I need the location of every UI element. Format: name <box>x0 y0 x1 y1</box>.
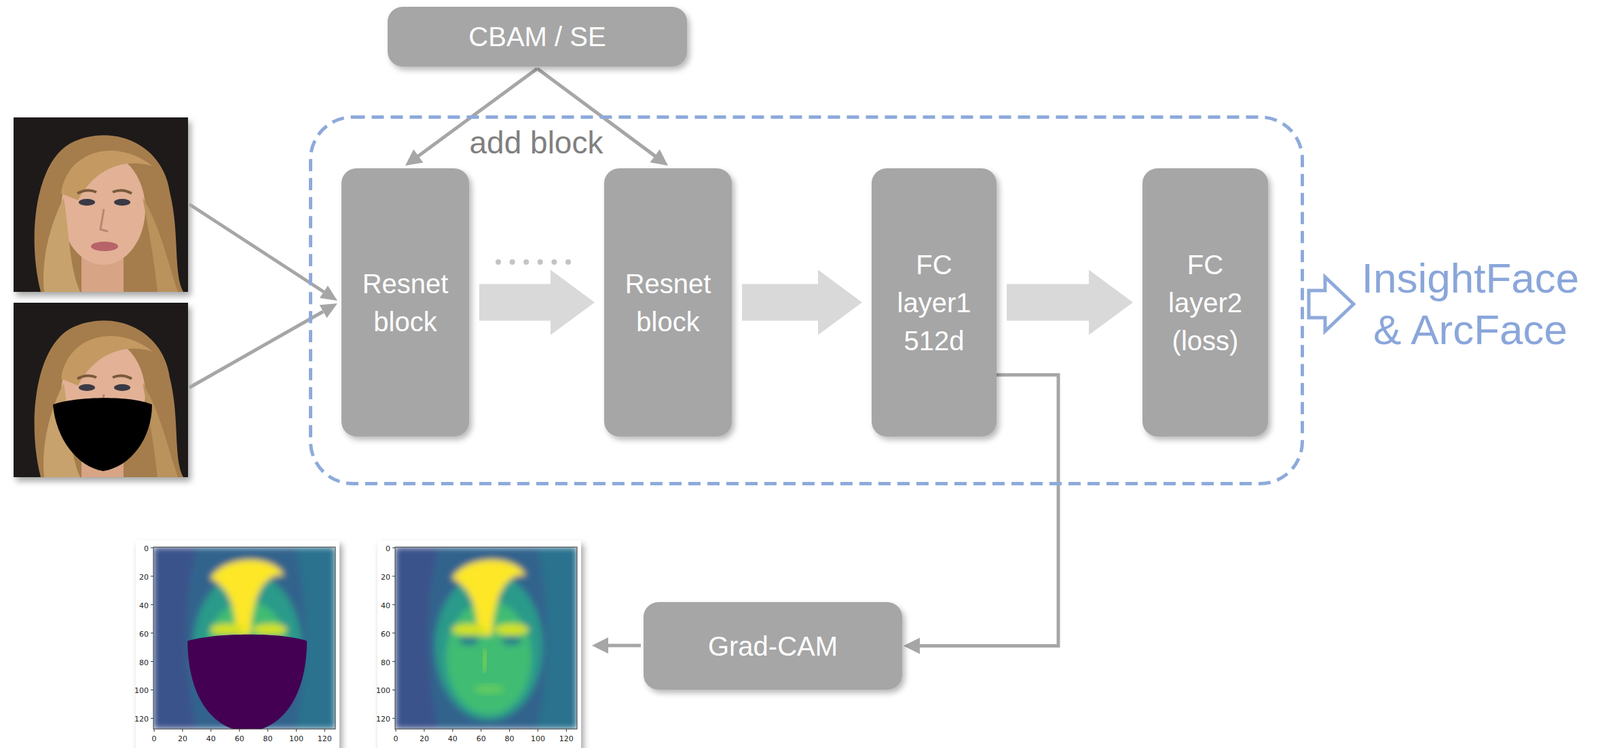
group-label: add block <box>469 124 604 161</box>
axis-tick-label: 80 <box>139 658 149 668</box>
tick-label-holder: 20 <box>352 571 391 583</box>
heatmap-frame <box>377 540 582 748</box>
axis-tick-label: 40 <box>139 601 149 611</box>
tick-label-holder: 20 <box>410 733 438 744</box>
axis-tick-label: 120 <box>317 734 332 744</box>
axis-tick-label: 40 <box>380 601 391 611</box>
fc-layer-box: FC layer1 512d <box>871 168 997 437</box>
axis-tick-label: 20 <box>177 734 188 744</box>
tick-label-holder: 100 <box>524 733 552 744</box>
model-container: add blockResnet block Resnet block FC laye… <box>308 115 1305 486</box>
tick-label-holder: 80 <box>352 657 391 668</box>
tick-label-holder: 40 <box>439 733 467 744</box>
arrow-head <box>650 149 668 166</box>
axis-tick-label: 100 <box>376 686 391 696</box>
arrow-head <box>903 638 920 655</box>
axis-tick-label: 0 <box>385 544 391 554</box>
axis-tick-label: 20 <box>380 572 391 582</box>
block-arrow <box>1006 270 1133 336</box>
node-text: Grad-CAM <box>708 627 838 666</box>
axis-tick-label: 0 <box>393 734 399 744</box>
tick-label-holder: 120 <box>352 713 391 725</box>
heatmap-masked <box>153 547 336 732</box>
connector <box>1006 270 1133 336</box>
axis-tick-label: 120 <box>376 714 391 724</box>
tick-label-holder: 120 <box>111 713 149 725</box>
tick-label-holder: 100 <box>282 733 310 744</box>
tick-label-holder: 0 <box>140 733 168 744</box>
tick-label-holder: 0 <box>352 543 391 554</box>
node-text: Resnet block <box>362 264 449 341</box>
tick-label-holder: 60 <box>467 733 495 744</box>
gradcam-box: Grad-CAM <box>643 602 903 690</box>
resnet-block: Resnet block <box>341 168 470 437</box>
ellipsis-dots <box>495 259 571 265</box>
input-arrow <box>189 303 338 388</box>
node-text: Resnet block <box>625 264 712 341</box>
tick-label-holder: 100 <box>111 684 149 696</box>
tick-label-holder: 120 <box>310 733 339 744</box>
connector <box>1308 276 1354 332</box>
input-arrow <box>189 204 338 301</box>
tick-label-holder: 40 <box>352 600 391 611</box>
tick-label-holder: 40 <box>111 600 149 611</box>
axis-tick-label: 100 <box>134 686 149 696</box>
tick-label-holder: 60 <box>352 628 391 640</box>
tick-label-holder: 80 <box>111 657 149 668</box>
heatmap-unmasked <box>395 547 578 730</box>
framework-label: InsightFace & ArcFace <box>1357 230 1584 378</box>
tick-label-holder: 0 <box>111 543 149 554</box>
tick-marks <box>150 547 567 732</box>
tick-label-holder: 20 <box>169 733 197 744</box>
axis-tick-label: 0 <box>143 544 149 554</box>
arrow-head <box>405 149 423 166</box>
node-text: FC layer1 512d <box>897 245 972 360</box>
tick-label-holder: 20 <box>111 571 149 583</box>
axis-tick-label: 80 <box>505 734 515 744</box>
tick-label-holder: 120 <box>552 733 580 744</box>
axis-tick-label: 40 <box>206 734 216 744</box>
tick-label-holder: 40 <box>197 733 225 744</box>
masked-face-photo <box>13 302 189 478</box>
tick-label-holder: 80 <box>496 733 524 744</box>
attention-module-box: CBAM / SE <box>387 6 687 67</box>
axis-tick-label: 60 <box>139 629 149 639</box>
tick-label-holder: 80 <box>254 733 282 744</box>
label-holder: add block <box>332 124 740 161</box>
node-text: FC layer2 (loss) <box>1168 245 1243 360</box>
block-arrow <box>741 270 863 336</box>
axis-tick-label: 100 <box>289 734 304 744</box>
axis-tick-label: 100 <box>530 734 546 744</box>
axis-tick-label: 40 <box>448 734 458 744</box>
heatmap-frame <box>135 540 340 748</box>
output-arrow <box>591 637 641 654</box>
tick-label-holder: 100 <box>352 684 391 696</box>
connector <box>479 270 595 336</box>
axis-tick-label: 0 <box>152 734 157 744</box>
axis-tick-label: 20 <box>139 572 149 582</box>
axis-tick-label: 60 <box>476 734 487 744</box>
axis-tick-label: 80 <box>263 734 273 744</box>
tick-label-holder: 0 <box>382 733 410 744</box>
axis-tick-label: 20 <box>419 734 430 744</box>
connector <box>741 270 863 336</box>
face-photo <box>13 117 189 292</box>
block-arrow <box>479 270 595 336</box>
fc-layer-box: FC layer2 (loss) <box>1142 168 1269 437</box>
node-text: CBAM / SE <box>468 17 606 56</box>
resnet-block: Resnet block <box>604 168 732 437</box>
plot-border <box>153 547 336 730</box>
axis-tick-label: 120 <box>134 714 149 724</box>
node-text: InsightFace & ArcFace <box>1361 252 1580 356</box>
axis-tick-label: 60 <box>380 629 391 639</box>
axis-tick-label: 120 <box>559 734 574 744</box>
plot-border <box>395 547 578 730</box>
axis-tick-label: 80 <box>380 658 391 668</box>
tick-label-holder: 60 <box>111 628 149 640</box>
tick-label-holder: 60 <box>226 733 254 744</box>
axis-tick-label: 60 <box>234 734 245 744</box>
hollow-arrow <box>1308 276 1354 332</box>
